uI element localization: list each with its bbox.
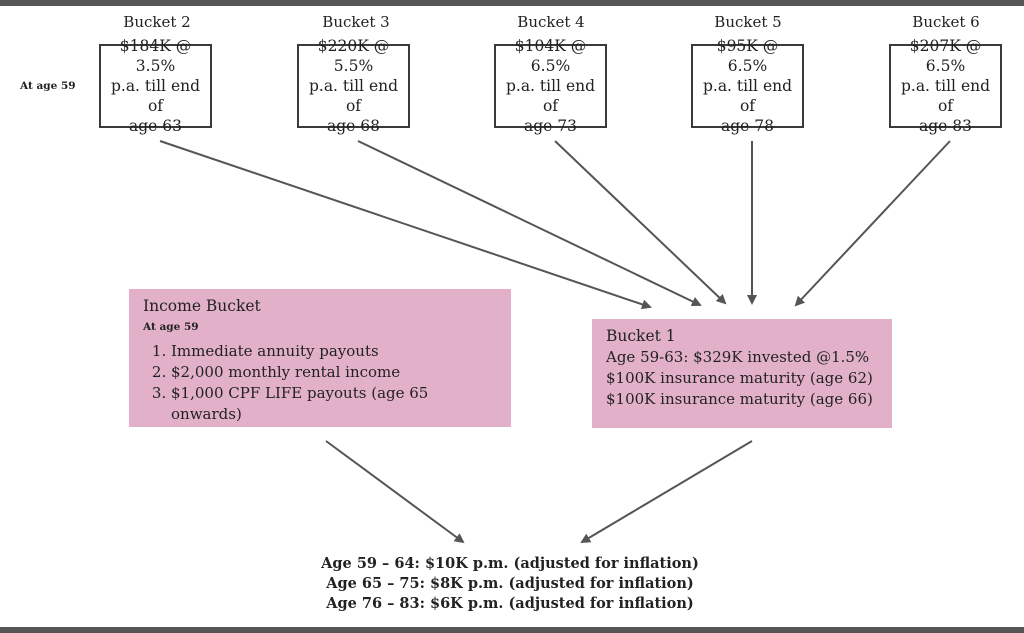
bucket-2-box: $184K @ 3.5% p.a. till end of age 63 — [99, 37, 212, 135]
outcome-block: Age 59 – 64: $10K p.m. (adjusted for inf… — [250, 554, 770, 614]
bucket-6-line: $207K @ 6.5% — [909, 37, 982, 75]
bucket-6-line: age 83 — [919, 117, 972, 135]
arrow-bucket6-to-bucket1 — [794, 140, 951, 307]
bucket-5-box: $95K @ 6.5% p.a. till end of age 78 — [691, 37, 804, 135]
income-item: $1,000 CPF LIFE payouts (age 65 onwards) — [171, 383, 497, 425]
bucket-1-title: Bucket 1 — [606, 327, 676, 345]
arrow-bucket4-to-bucket1 — [554, 140, 727, 305]
income-bucket-list: Immediate annuity payouts $2,000 monthly… — [143, 341, 497, 425]
bucket-5-line: $95K @ 6.5% — [716, 37, 779, 75]
outcome-line: Age 65 – 75: $8K p.m. (adjusted for infl… — [326, 575, 694, 592]
bucket-4-line: age 73 — [524, 117, 577, 135]
income-item: $2,000 monthly rental income — [171, 362, 497, 383]
top-rule — [0, 0, 1024, 6]
outcome-line: Age 59 – 64: $10K p.m. (adjusted for inf… — [321, 555, 699, 572]
arrow-bucket3-to-bucket1 — [357, 140, 702, 307]
income-bucket-box: Income Bucket At age 59 Immediate annuit… — [129, 289, 511, 427]
bucket-4-line: $104K @ 6.5% — [514, 37, 587, 75]
bucket-3-box: $220K @ 5.5% p.a. till end of age 68 — [297, 37, 410, 135]
bucket-2-line: $184K @ 3.5% — [119, 37, 192, 75]
bucket-2-line: p.a. till end of — [110, 77, 201, 115]
bucket-4-title: Bucket 4 — [517, 13, 585, 31]
bucket-4-box: $104K @ 6.5% p.a. till end of age 73 — [494, 37, 607, 135]
bucket-1-line: $100K insurance maturity (age 66) — [606, 390, 873, 408]
income-bucket-title: Income Bucket — [143, 297, 261, 315]
bucket-6-box: $207K @ 6.5% p.a. till end of age 83 — [889, 37, 1002, 135]
bucket-4-line: p.a. till end of — [505, 77, 596, 115]
bucket-2-line: age 63 — [129, 117, 182, 135]
bucket-6-title: Bucket 6 — [912, 13, 980, 31]
bucket-2-title: Bucket 2 — [123, 13, 191, 31]
arrow-bucket1-to-outcome — [580, 440, 753, 544]
age-label: At age 59 — [20, 80, 76, 92]
bucket-1-line: Age 59-63: $329K invested @1.5% — [606, 348, 870, 366]
outcome-line: Age 76 – 83: $6K p.m. (adjusted for infl… — [326, 595, 694, 612]
bucket-1-line: $100K insurance maturity (age 62) — [606, 369, 873, 387]
bucket-3-line: $220K @ 5.5% — [317, 37, 390, 75]
bucket-3-title: Bucket 3 — [322, 13, 390, 31]
bucket-3-line: age 68 — [327, 117, 380, 135]
bucket-5-title: Bucket 5 — [714, 13, 782, 31]
bucket-6-line: p.a. till end of — [900, 77, 991, 115]
bucket-1-box: Bucket 1 Age 59-63: $329K invested @1.5%… — [592, 319, 892, 428]
income-item: Immediate annuity payouts — [171, 341, 497, 362]
bottom-rule — [0, 627, 1024, 633]
income-bucket-subtitle: At age 59 — [143, 321, 199, 333]
bucket-5-line: p.a. till end of — [702, 77, 793, 115]
bucket-3-line: p.a. till end of — [308, 77, 399, 115]
bucket-5-line: age 78 — [721, 117, 774, 135]
arrow-bucket2-to-bucket1 — [159, 140, 652, 310]
arrow-income-to-outcome — [325, 440, 465, 544]
